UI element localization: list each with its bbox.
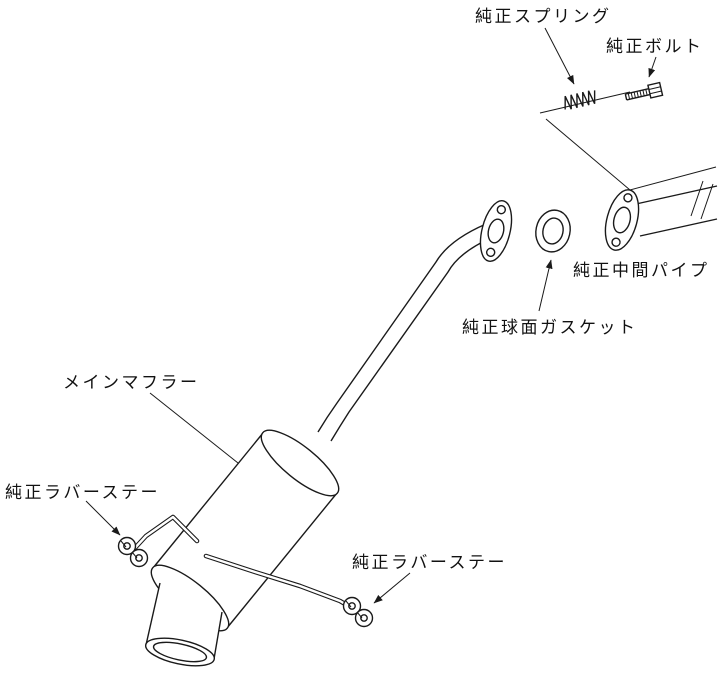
label-spherical-gasket: 純正球面ガスケット [462,318,638,338]
label-intermediate-pipe: 純正中間パイプ [573,261,710,281]
intermediate-pipe-drawing [635,180,718,237]
rubber-stay-left-icon [117,536,149,568]
leader-rubber-stay-left [85,500,121,536]
pipe-break-marks [690,180,714,220]
label-main-muffler: メインマフラー [63,373,200,393]
leader-gasket [538,259,553,312]
label-rubber-stay-bottom: 純正ラバーステー [352,553,507,573]
main-pipe-flange [479,200,513,262]
gasket-drawing [535,209,571,253]
main-pipe-drawing [317,223,494,442]
assembly-pointer-lines [545,118,717,191]
spring-icon [564,90,596,110]
leader-spring [544,27,575,85]
leader-bolt [648,56,657,78]
leader-muffler [149,392,239,464]
bolt-icon [624,81,664,101]
hanger-rod-left [131,514,200,552]
tailpipe-drawing [144,582,223,667]
intermediate-pipe-flange [604,189,640,251]
rubber-stay-bottom-icon [342,596,374,628]
label-rubber-stay-left: 純正ラバーステー [5,483,160,503]
leader-rubber-stay-bottom [373,572,411,604]
label-spring: 純正スプリング [475,7,612,27]
label-bolt: 純正ボルト [606,37,704,57]
bolt-axis-line [539,91,631,114]
